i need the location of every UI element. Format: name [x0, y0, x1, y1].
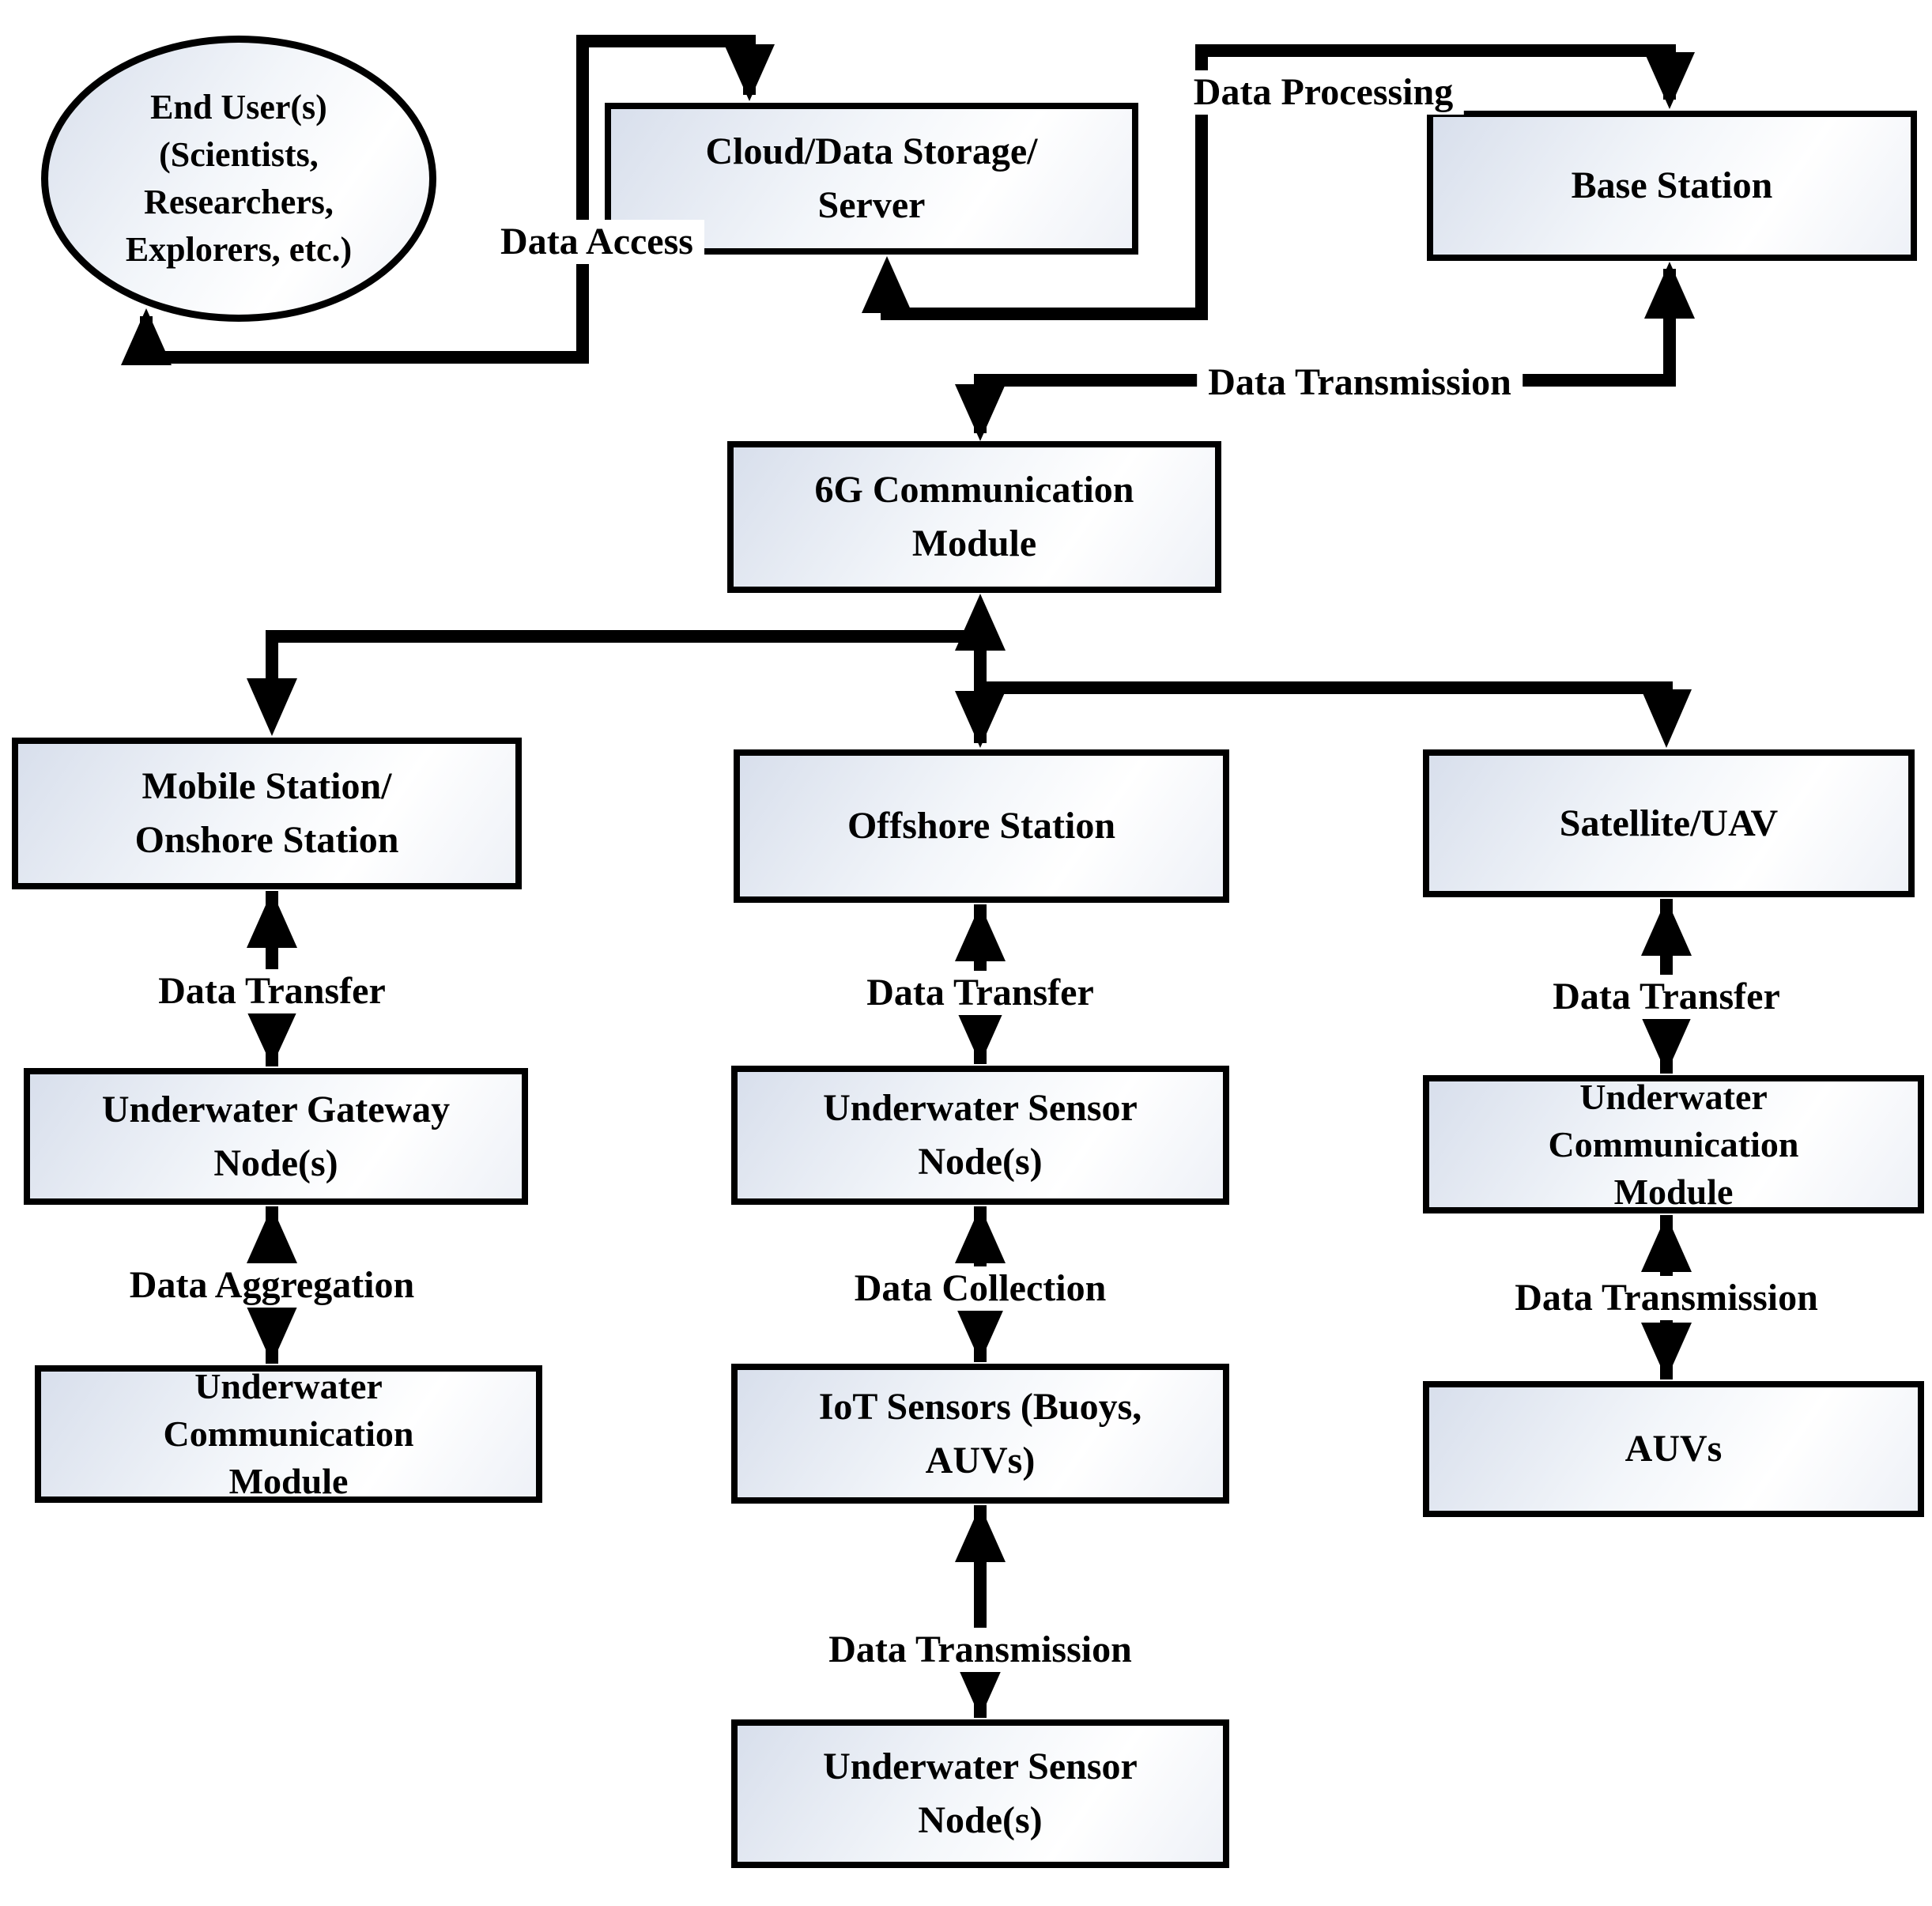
arrowhead-into-usn-top — [955, 1007, 1006, 1064]
connector-data-transmission-top — [974, 269, 1676, 433]
edge-label-data-access: Data Access — [489, 220, 704, 264]
arrowhead-into-ucm-right-top — [1641, 1017, 1692, 1074]
node-end-users: End User(s) (Scientists, Researchers, Ex… — [41, 36, 436, 322]
arrowhead-into-end-users — [121, 308, 172, 365]
arrowhead-into-iot-bottom — [955, 1505, 1006, 1562]
arrowhead-into-base-bottom — [1644, 262, 1695, 319]
arrowhead-into-gateway-top — [247, 1011, 297, 1066]
edge-label-data-transfer-right: Data Transfer — [1541, 975, 1791, 1019]
node-base-station: Base Station — [1427, 111, 1917, 261]
node-satellite-uav: Satellite/UAV — [1423, 749, 1915, 897]
edge-label-data-transfer-left: Data Transfer — [147, 969, 397, 1013]
edge-label-data-aggregation: Data Aggregation — [118, 1263, 426, 1308]
node-offshore-station: Offshore Station — [734, 749, 1229, 903]
arrowhead-into-usn-bottom — [955, 1206, 1006, 1263]
arrowhead-into-gateway-bottom — [247, 1206, 297, 1263]
node-mobile-onshore-station: Mobile Station/ Onshore Station — [12, 738, 522, 889]
node-underwater-sensor-nodes-mid: Underwater Sensor Node(s) — [731, 1066, 1229, 1205]
arrowhead-into-ucm-left-top — [247, 1307, 297, 1364]
arrowhead-into-auvs-top — [1641, 1323, 1692, 1379]
arrowhead-into-mobile-bottom — [247, 891, 297, 948]
edge-label-data-collection: Data Collection — [843, 1266, 1118, 1311]
node-6g-communication-module: 6G Communication Module — [727, 441, 1221, 593]
arrowhead-into-iot-top — [955, 1305, 1006, 1362]
arrowhead-into-ucm-right-bottom — [1641, 1215, 1692, 1272]
edge-label-data-transmission-mid: Data Transmission — [817, 1628, 1143, 1672]
edge-label-data-processing: Data Processing — [1182, 70, 1465, 115]
node-underwater-communication-module-left: Underwater Communication Module — [35, 1365, 542, 1503]
arrowhead-into-cloud-bottom — [862, 256, 912, 313]
node-underwater-gateway-nodes: Underwater Gateway Node(s) — [24, 1068, 528, 1205]
node-iot-sensors-buoys-auvs: IoT Sensors (Buoys, AUVs) — [731, 1364, 1229, 1504]
connector-6g-satellite — [980, 681, 1673, 694]
arrowhead-into-base-top — [1644, 52, 1695, 109]
arrowhead-into-usn-bottom-top — [955, 1661, 1006, 1718]
arrowhead-into-offshore-top — [955, 691, 1006, 748]
node-underwater-sensor-nodes-bottom: Underwater Sensor Node(s) — [731, 1719, 1229, 1868]
node-underwater-communication-module-right: Underwater Communication Module — [1423, 1075, 1924, 1213]
edge-label-data-transfer-mid: Data Transfer — [855, 971, 1105, 1015]
arrowhead-into-6g-bottom — [955, 594, 1006, 651]
arrowhead-into-mobile-top — [247, 678, 297, 736]
edge-label-data-transmission-right: Data Transmission — [1504, 1276, 1829, 1320]
arrowhead-into-satellite-bottom — [1641, 899, 1692, 956]
arrowhead-into-cloud-top — [724, 44, 775, 101]
node-auvs: AUVs — [1423, 1381, 1924, 1517]
connector-6g-mobile — [266, 630, 980, 678]
edge-label-data-transmission-top: Data Transmission — [1197, 360, 1523, 405]
arrowhead-into-offshore-bottom — [955, 904, 1006, 961]
arrowhead-into-satellite-top — [1641, 689, 1692, 748]
arrowhead-into-6g-top — [955, 384, 1006, 441]
